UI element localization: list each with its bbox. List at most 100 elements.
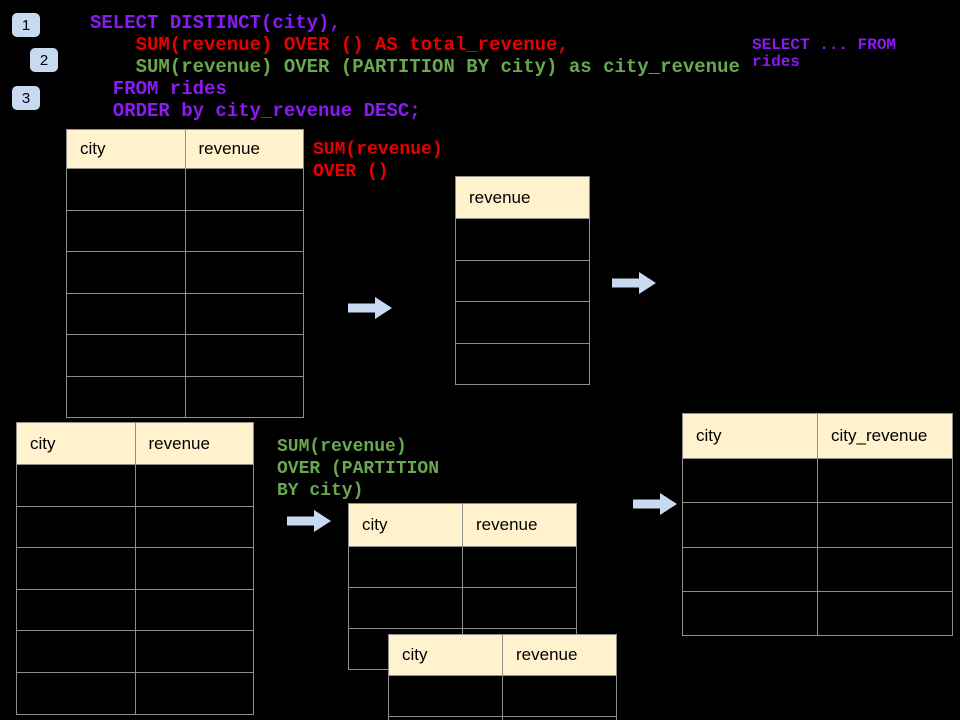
- table-cell: [456, 302, 589, 343]
- table-cell: [17, 506, 136, 548]
- step-badge-1: 1: [12, 13, 40, 37]
- table-cell: [185, 335, 303, 376]
- table-header-row: city revenue: [389, 635, 616, 675]
- column-header: revenue: [148, 433, 210, 453]
- table-row: [456, 342, 589, 384]
- table-cell: [17, 465, 136, 506]
- total-revenue-note: SUM(revenue)OVER (): [313, 139, 443, 183]
- column-header: city: [389, 635, 503, 675]
- table-row: [17, 547, 253, 589]
- table-cell: [67, 376, 186, 417]
- code-line: SUM(revenue): [313, 140, 443, 160]
- table-header-row: revenue: [456, 177, 589, 218]
- column-header: revenue: [516, 645, 578, 664]
- table-row: [67, 168, 303, 210]
- flow-arrow-icon: [287, 510, 331, 532]
- table-header-row: city revenue: [349, 504, 576, 546]
- table-cell: [67, 169, 186, 210]
- column-header: revenue: [198, 139, 260, 158]
- table-cell: [389, 717, 503, 720]
- table-cell: [185, 376, 303, 417]
- table-cell: [389, 676, 503, 716]
- flow-arrow-icon: [612, 272, 656, 294]
- table-total-revenue: revenue: [455, 176, 590, 385]
- table-cell: [349, 547, 463, 587]
- table-cell: [67, 293, 186, 334]
- table-row: [456, 259, 589, 301]
- table-row: [67, 251, 303, 293]
- flow-arrow-icon: [633, 493, 677, 515]
- table-cell: [456, 343, 589, 384]
- table-row: [389, 716, 616, 720]
- table-cell: [17, 548, 136, 589]
- table-cell: [185, 252, 303, 293]
- table-cell: [818, 503, 952, 547]
- table-cell: [135, 631, 253, 672]
- table-cell: [503, 717, 616, 720]
- code-line: rides: [752, 53, 801, 71]
- table-row: [456, 218, 589, 260]
- code-line: SELECT ... FROM: [752, 36, 897, 54]
- table-cell: [135, 465, 253, 506]
- table-cell: [818, 547, 952, 591]
- table-row: [349, 546, 576, 587]
- table-cell: [683, 503, 818, 547]
- table-partition-group-b: city revenue: [388, 634, 617, 720]
- table-cell: [67, 335, 186, 376]
- code-line: FROM rides: [112, 78, 227, 100]
- table-cell: [17, 631, 136, 672]
- table-partition-group-a: city revenue: [348, 503, 577, 670]
- column-header: city: [349, 504, 463, 546]
- flow-arrow-icon: [348, 297, 392, 319]
- table-cell: [349, 588, 463, 628]
- table-row: [67, 292, 303, 334]
- column-header: city_revenue: [831, 426, 928, 445]
- table-row: [683, 546, 952, 591]
- table-cell: [463, 547, 576, 587]
- table-row: [67, 209, 303, 251]
- table-row: [17, 671, 253, 714]
- table-row: [349, 587, 576, 628]
- table-row: [17, 505, 253, 548]
- code-line: SELECT DISTINCT(city),: [90, 12, 341, 34]
- table-cell: [463, 588, 576, 628]
- table-row: [67, 375, 303, 417]
- table-cell: [456, 260, 589, 301]
- table-cell: [683, 591, 818, 636]
- column-header: revenue: [469, 187, 531, 207]
- table-row: [17, 464, 253, 506]
- sql-code-block: SELECT DISTINCT(city),SUM(revenue) OVER …: [90, 12, 740, 122]
- table-row: [683, 458, 952, 503]
- table-cell: [185, 210, 303, 251]
- table-cell: [818, 459, 952, 503]
- table-row: [683, 502, 952, 547]
- table-cell: [185, 169, 303, 210]
- table-cell: [818, 591, 952, 636]
- column-header: revenue: [476, 515, 538, 534]
- table-cell: [17, 672, 136, 714]
- step-badge-3: 3: [12, 86, 40, 110]
- table-cell: [135, 589, 253, 631]
- table-cell: [67, 210, 186, 251]
- table-cell: [17, 589, 136, 631]
- table-cell: [135, 548, 253, 589]
- table-cell: [135, 506, 253, 548]
- code-line: SUM(revenue) OVER () AS total_revenue,: [135, 34, 569, 56]
- table-row: [389, 675, 616, 716]
- table-cell: [503, 676, 616, 716]
- table-cell: [683, 547, 818, 591]
- table-cell: [185, 293, 303, 334]
- table-row: [17, 630, 253, 672]
- code-line: SUM(revenue): [277, 437, 407, 457]
- table-cell: [67, 252, 186, 293]
- code-line: SUM(revenue) OVER (PARTITION BY city) as…: [135, 56, 740, 78]
- table-row: [683, 590, 952, 636]
- table-cell: [683, 459, 818, 503]
